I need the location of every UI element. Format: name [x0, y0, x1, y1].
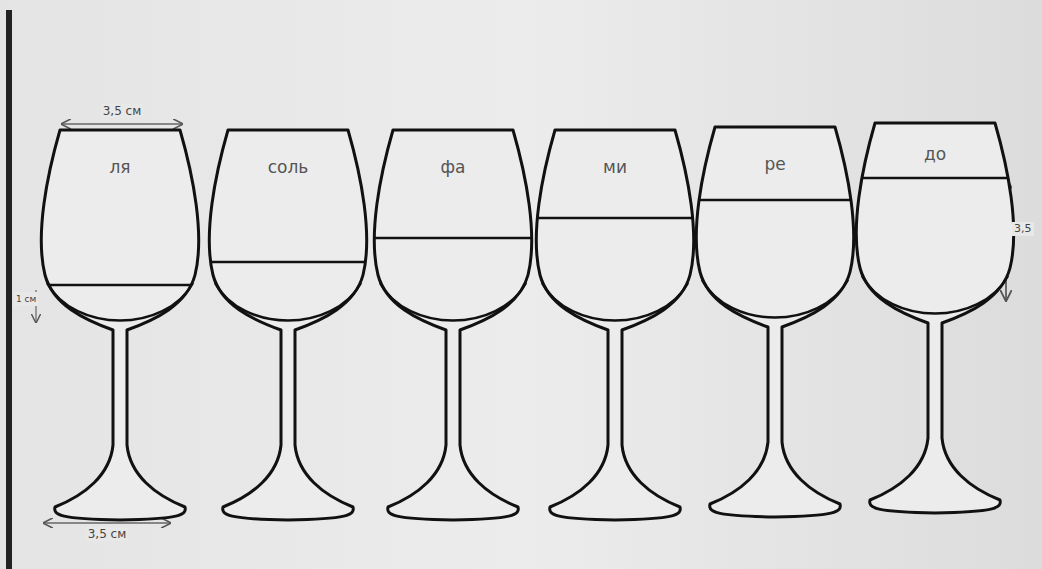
- dimension-label: 3,5 см: [86, 527, 129, 541]
- dimension-line: [44, 522, 170, 523]
- water-line: [368, 237, 538, 240]
- dimension-label: 3,5 см: [101, 104, 144, 118]
- dimension-label: 1 см: [14, 292, 38, 306]
- note-name: ми: [530, 157, 700, 177]
- wine-glass: ля: [35, 115, 205, 525]
- wine-glass: до: [850, 108, 1020, 518]
- water-line: [530, 217, 700, 220]
- note-name: соль: [203, 157, 373, 177]
- dimension-line: [62, 123, 182, 124]
- wine-glass: фа: [368, 115, 538, 525]
- water-line: [35, 284, 205, 287]
- note-name: до: [850, 144, 1020, 164]
- note-name: ля: [35, 157, 205, 177]
- water-line: [690, 199, 860, 202]
- wine-glass: ре: [690, 112, 860, 522]
- note-name: фа: [368, 157, 538, 177]
- wine-glass: соль: [203, 115, 373, 525]
- glass-outline: [850, 108, 1020, 518]
- edge-bar: [6, 10, 12, 569]
- dimension-label: 3,5: [1012, 222, 1034, 236]
- water-line: [850, 177, 1020, 180]
- wine-glass: ми: [530, 115, 700, 525]
- note-name: ре: [690, 154, 860, 174]
- water-line: [203, 261, 373, 264]
